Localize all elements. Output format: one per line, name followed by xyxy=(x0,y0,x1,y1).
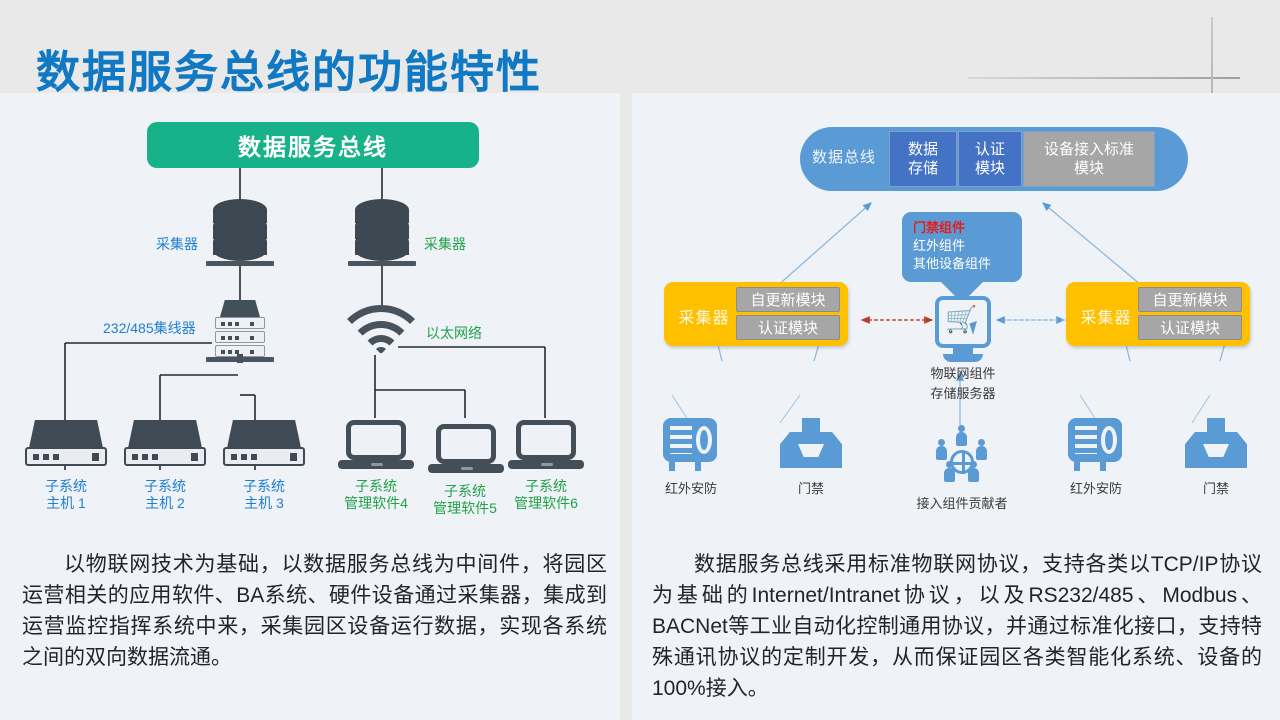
collector-left-bar xyxy=(206,261,274,266)
component-item-door-access: 门禁组件 xyxy=(913,220,966,235)
left-paragraph: 以物联网技术为基础，以数据服务总线为中间件，将园区运营相关的应用软件、BA系统、… xyxy=(22,553,607,669)
hub-232-485-icon xyxy=(215,300,265,363)
hub-bus-bar xyxy=(206,357,274,362)
software-label-4-line1: 子系统 xyxy=(355,478,397,494)
infrared-security-label-2: 红外安防 xyxy=(1069,481,1122,496)
data-bus-label: 数据总线 xyxy=(811,149,876,166)
host-label-3-line1: 子系统 xyxy=(243,478,285,494)
collector-box-right: 采集器 自更新模块 认证模块 xyxy=(1066,282,1250,346)
ethernet-network-label: 以太网络 xyxy=(426,325,482,341)
host-label-2: 子系统 主机 2 xyxy=(124,478,206,511)
contributor-group-icon xyxy=(930,425,994,488)
page-title: 数据服务总线的功能特性 xyxy=(36,36,542,100)
panel-divider xyxy=(620,93,632,720)
data-service-bus-label: 数据服务总线 xyxy=(238,134,388,160)
host-label-1-line1: 子系统 xyxy=(45,478,87,494)
component-item-other: 其他设备组件 xyxy=(913,256,992,271)
bus-module-auth-line1: 认证 xyxy=(974,141,1005,158)
iot-caption: 物联网组件 存储服务器 xyxy=(903,364,1023,404)
bus-module-auth-line2: 模块 xyxy=(974,160,1005,177)
software-label-6-line1: 子系统 xyxy=(525,478,567,494)
collector-right-label: 采集器 xyxy=(424,236,466,252)
software-label-4-line2: 管理软件4 xyxy=(344,494,408,511)
collector-box-left: 采集器 自更新模块 认证模块 xyxy=(664,282,848,346)
bus-module-data-storage-line2: 存储 xyxy=(907,160,938,177)
collector-db-left xyxy=(213,199,267,261)
iot-caption-line2: 存储服务器 xyxy=(930,386,996,401)
collector-right-module-self-update: 自更新模块 xyxy=(1138,287,1242,312)
door-access-label-2: 门禁 xyxy=(1202,481,1229,496)
host-icon-3 xyxy=(223,420,305,466)
host-icon-1 xyxy=(25,420,107,466)
software-label-5-line1: 子系统 xyxy=(444,483,486,499)
collector-left-name: 采集器 xyxy=(678,310,730,327)
host-label-2-line2: 主机 2 xyxy=(145,494,185,511)
contributor-label: 接入组件贡献者 xyxy=(916,496,1008,511)
collector-right-bar xyxy=(348,261,416,266)
hub-label: 232/485集线器 xyxy=(103,320,196,336)
collector-db-right xyxy=(355,199,409,261)
left-diagram-connectors xyxy=(64,168,546,470)
collector-right-name: 采集器 xyxy=(1080,310,1132,327)
infrared-security-icon-1 xyxy=(663,418,719,476)
software-label-6-line2: 管理软件6 xyxy=(514,494,578,511)
host-label-3-line2: 主机 3 xyxy=(244,494,284,511)
bus-module-data-storage: 数据 存储 xyxy=(889,131,957,187)
door-access-icon-2 xyxy=(1185,418,1247,470)
laptop-icon-6 xyxy=(508,420,584,472)
door-access-label-1: 门禁 xyxy=(797,481,824,496)
collector-left-label: 采集器 xyxy=(156,236,198,252)
left-panel xyxy=(0,93,620,720)
collector-right-module-auth: 认证模块 xyxy=(1138,315,1242,340)
bus-module-data-storage-line1: 数据 xyxy=(907,141,938,158)
software-label-4: 子系统 管理软件4 xyxy=(333,478,419,511)
host-label-1: 子系统 主机 1 xyxy=(25,478,107,511)
infrared-security-label-1: 红外安防 xyxy=(664,481,717,496)
bus-module-device-access-line1: 设备接入标准 xyxy=(1043,141,1134,158)
laptop-icon-4 xyxy=(338,420,414,472)
right-paragraph: 数据服务总线采用标准物联网协议，支持各类以TCP/IP协议为基础的Interne… xyxy=(652,553,1262,700)
bus-module-device-access-standard: 设备接入标准 模块 xyxy=(1023,131,1155,187)
decorative-vertical-line xyxy=(1211,17,1213,93)
host-label-3: 子系统 主机 3 xyxy=(223,478,305,511)
host-label-1-line2: 主机 1 xyxy=(46,494,86,511)
bus-module-device-access-line2: 模块 xyxy=(1073,160,1104,177)
infrared-security-icon-2 xyxy=(1068,418,1124,476)
door-access-icon-1 xyxy=(780,418,842,470)
bus-module-auth: 认证 模块 xyxy=(958,131,1022,187)
host-icon-2 xyxy=(124,420,206,466)
iot-caption-line1: 物联网组件 xyxy=(930,366,996,381)
collector-left-module-auth: 认证模块 xyxy=(736,315,840,340)
software-label-5-line2: 管理软件5 xyxy=(433,499,497,516)
software-label-5: 子系统 管理软件5 xyxy=(422,483,508,516)
iot-storage-server-icon: 🛒 xyxy=(935,296,991,362)
component-callout-card: 门禁组件 红外组件 其他设备组件 xyxy=(902,212,1022,282)
data-service-bus-node: 数据服务总线 xyxy=(147,122,479,168)
decorative-horizontal-line xyxy=(968,77,1240,79)
software-label-6: 子系统 管理软件6 xyxy=(503,478,589,511)
laptop-icon-5 xyxy=(428,424,504,476)
collector-left-module-self-update: 自更新模块 xyxy=(736,287,840,312)
component-item-infrared: 红外组件 xyxy=(913,238,966,253)
right-panel xyxy=(632,93,1280,720)
wifi-icon xyxy=(333,305,429,359)
host-label-2-line1: 子系统 xyxy=(144,478,186,494)
